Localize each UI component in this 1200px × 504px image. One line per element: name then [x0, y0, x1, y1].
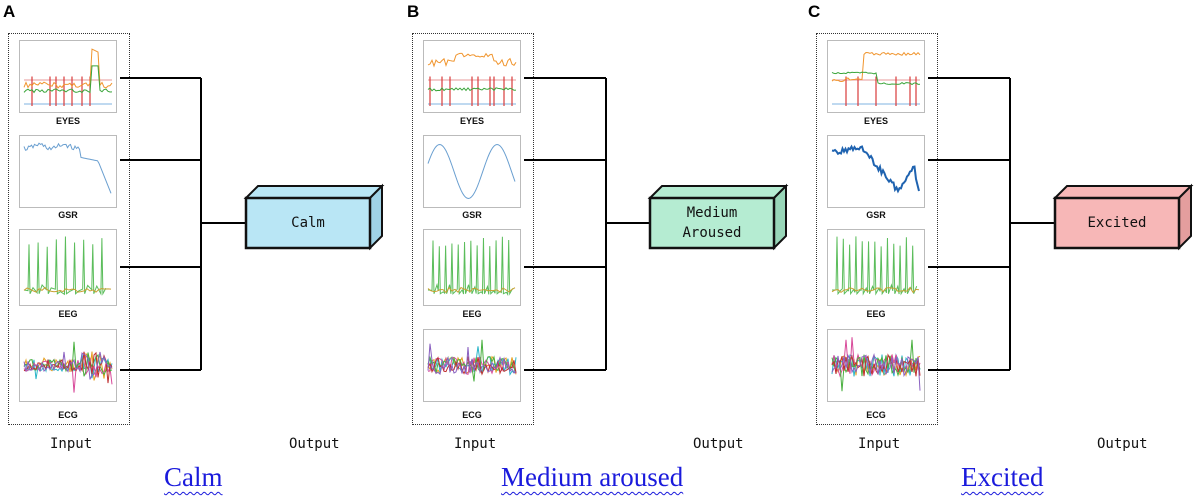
- ecg-signal-svg: [23, 341, 113, 393]
- eeg-label: EEG: [866, 309, 886, 319]
- ecg-signal-svg: [831, 337, 921, 392]
- input-label: Input: [50, 436, 93, 452]
- input-group-box: [412, 33, 534, 425]
- ecg-trace: [23, 351, 113, 384]
- gsr-trace: [427, 144, 516, 199]
- input-group-box: [816, 33, 938, 425]
- state-caption: Excited: [961, 462, 1044, 492]
- gsr-signal-svg: [427, 144, 516, 199]
- eeg-trace-green: [831, 236, 918, 296]
- eeg-signal-plot: [423, 229, 521, 306]
- box-side-face: [773, 183, 787, 251]
- box-side-face: [369, 183, 383, 251]
- box-top-face: [243, 185, 385, 199]
- pupil-trace-green: [23, 65, 113, 94]
- connector-lines: [928, 77, 1055, 371]
- box-front-face: [1053, 196, 1181, 250]
- ecg-signal-plot: [423, 329, 521, 402]
- pupil-trace-green: [831, 71, 921, 86]
- eeg-label: EEG: [58, 309, 78, 319]
- eeg-signal-svg: [427, 236, 516, 297]
- output-box-3d: [243, 183, 385, 251]
- output-label: Output: [693, 436, 744, 452]
- box-front-face: [244, 196, 372, 250]
- eyes-signal-svg: [427, 52, 517, 106]
- eyes-signal-plot: [423, 40, 521, 113]
- eeg-trace-orange: [831, 286, 920, 294]
- output-label: Output: [1097, 436, 1148, 452]
- eyes-signal-plot: [19, 40, 117, 113]
- eyes-signal-plot: [827, 40, 925, 113]
- pupil-trace-orange: [831, 51, 921, 82]
- ecg-label: ECG: [462, 410, 482, 420]
- eyes-label: EYES: [55, 116, 80, 126]
- gsr-trace: [831, 144, 920, 194]
- eeg-signal-plot: [827, 229, 925, 306]
- eeg-signal-plot: [19, 229, 117, 306]
- gsr-label: GSR: [58, 210, 78, 220]
- output-box-3d: [1052, 183, 1194, 251]
- gsr-signal-plot: [423, 135, 521, 208]
- output-box-label: Calm: [291, 215, 325, 231]
- gsr-trace: [23, 142, 112, 194]
- output-label: Output: [289, 436, 340, 452]
- ecg-trace: [23, 351, 113, 380]
- gsr-label: GSR: [462, 210, 482, 220]
- state-caption: Medium aroused: [501, 462, 684, 492]
- panel-letter: A: [3, 2, 16, 21]
- ecg-label: ECG: [58, 410, 78, 420]
- ecg-trace: [831, 337, 921, 378]
- pupil-trace-orange: [23, 48, 113, 89]
- eeg-trace-green: [427, 236, 514, 297]
- panel-a: A EYES GSR EEG ECG Calm Input Output Cal…: [0, 0, 400, 504]
- ecg-trace: [831, 353, 921, 391]
- eeg-trace-orange: [23, 286, 112, 293]
- ecg-trace: [427, 339, 517, 382]
- ecg-signal-plot: [827, 329, 925, 402]
- ecg-trace: [427, 343, 517, 376]
- output-box-3d: [647, 183, 789, 251]
- pupil-trace-orange: [427, 52, 517, 68]
- box-front-face: [648, 196, 776, 250]
- eyes-label: EYES: [459, 116, 484, 126]
- ecg-signal-plot: [19, 329, 117, 402]
- gsr-signal-svg: [831, 144, 920, 194]
- eyes-signal-svg: [831, 51, 921, 106]
- ecg-signal-svg: [427, 339, 517, 382]
- eeg-signal-svg: [23, 236, 112, 296]
- box-side-face: [1178, 183, 1192, 251]
- gsr-signal-plot: [19, 135, 117, 208]
- input-group-box: [8, 33, 130, 425]
- box-top-face: [1052, 185, 1194, 199]
- input-label: Input: [858, 436, 901, 452]
- panel-c: C EYES GSR EEG ECG Excited Input Output …: [800, 0, 1200, 504]
- input-label: Input: [454, 436, 497, 452]
- state-caption: Calm: [164, 462, 223, 492]
- panel-letter: C: [808, 2, 821, 21]
- output-box-label: Excited: [1087, 215, 1147, 231]
- eeg-trace-orange: [427, 286, 516, 294]
- pupil-trace-green: [427, 87, 517, 92]
- gsr-label: GSR: [866, 210, 886, 220]
- eyes-label: EYES: [863, 116, 888, 126]
- eeg-trace-green: [23, 236, 107, 296]
- panel-b: B EYES GSR EEG ECG Medium Aroused Input …: [397, 0, 797, 504]
- eeg-signal-svg: [831, 236, 920, 296]
- gsr-signal-plot: [827, 135, 925, 208]
- panel-letter: B: [407, 2, 420, 21]
- eyes-signal-svg: [23, 48, 113, 106]
- box-top-face: [647, 185, 789, 199]
- eeg-label: EEG: [462, 309, 482, 319]
- connector-lines: [524, 77, 650, 371]
- output-box-label: Medium Aroused: [682, 205, 742, 241]
- ecg-label: ECG: [866, 410, 886, 420]
- gsr-signal-svg: [23, 142, 112, 194]
- connector-lines: [120, 77, 246, 371]
